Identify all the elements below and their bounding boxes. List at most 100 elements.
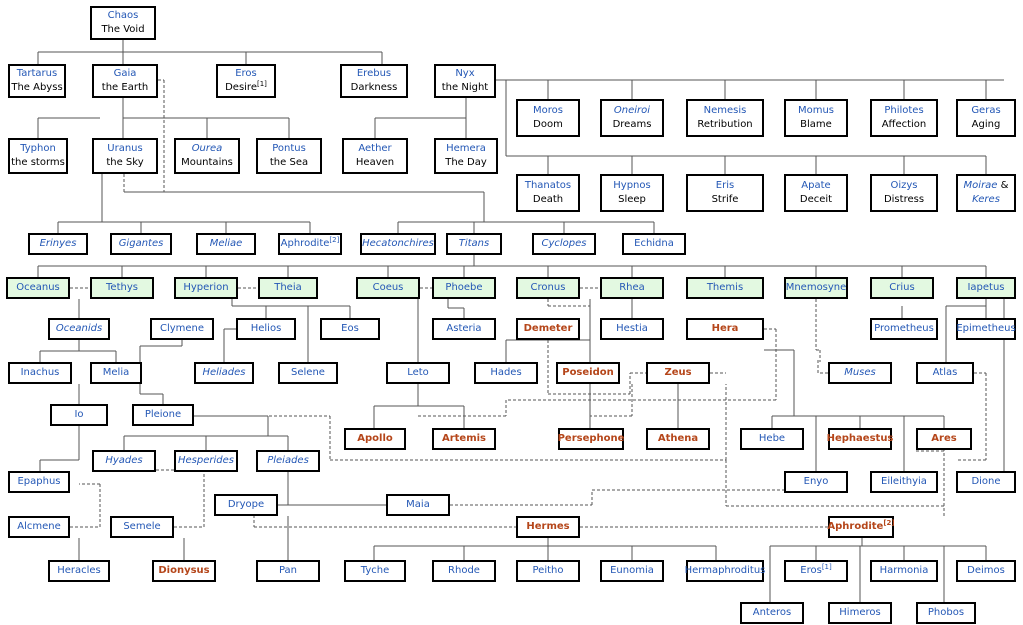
node-crius[interactable]: Crius bbox=[870, 277, 934, 299]
node-asteria[interactable]: Asteria bbox=[432, 318, 496, 340]
node-inachus[interactable]: Inachus bbox=[8, 362, 72, 384]
node-hyades[interactable]: Hyades bbox=[92, 450, 156, 472]
node-hermaphroditus[interactable]: Hermaphroditus bbox=[685, 560, 765, 582]
node-hades[interactable]: Hades bbox=[474, 362, 538, 384]
node-heracles[interactable]: Heracles bbox=[48, 560, 110, 582]
node-oceanids[interactable]: Oceanids bbox=[48, 318, 110, 340]
node-phoebe[interactable]: Phoebe bbox=[432, 277, 496, 299]
node-harmonia[interactable]: Harmonia bbox=[870, 560, 938, 582]
node-moirae[interactable]: Moirae &Keres bbox=[956, 174, 1016, 212]
node-clymene[interactable]: Clymene bbox=[150, 318, 214, 340]
node-hera[interactable]: Hera bbox=[686, 318, 764, 340]
node-maia[interactable]: Maia bbox=[386, 494, 450, 516]
node-selene[interactable]: Selene bbox=[278, 362, 338, 384]
node-themis[interactable]: Themis bbox=[686, 277, 764, 299]
node-echidna[interactable]: Echidna bbox=[622, 233, 686, 255]
node-pleiades[interactable]: Pleiades bbox=[256, 450, 320, 472]
node-rhea[interactable]: Rhea bbox=[600, 277, 664, 299]
node-gigantes[interactable]: Gigantes bbox=[110, 233, 172, 255]
node-cyclopes[interactable]: Cyclopes bbox=[532, 233, 596, 255]
node-heliades[interactable]: Heliades bbox=[194, 362, 254, 384]
node-persephone[interactable]: Persephone bbox=[558, 428, 624, 450]
node-hephaestus[interactable]: Hephaestus bbox=[827, 428, 893, 450]
node-demeter[interactable]: Demeter bbox=[516, 318, 580, 340]
node-himeros[interactable]: Himeros bbox=[828, 602, 892, 624]
node-oceanus[interactable]: Oceanus bbox=[6, 277, 70, 299]
node-pan[interactable]: Pan bbox=[256, 560, 320, 582]
node-hyperion[interactable]: Hyperion bbox=[174, 277, 238, 299]
node-artemis[interactable]: Artemis bbox=[432, 428, 496, 450]
node-hebe[interactable]: Hebe bbox=[740, 428, 804, 450]
node-eos[interactable]: Eos bbox=[320, 318, 380, 340]
node-zeus[interactable]: Zeus bbox=[646, 362, 710, 384]
node-epaphus[interactable]: Epaphus bbox=[8, 471, 70, 493]
node-phobos[interactable]: Phobos bbox=[916, 602, 976, 624]
node-athena[interactable]: Athena bbox=[646, 428, 710, 450]
node-poseidon[interactable]: Poseidon bbox=[556, 362, 620, 384]
node-meliae[interactable]: Meliae bbox=[196, 233, 256, 255]
node-melia[interactable]: Melia bbox=[90, 362, 142, 384]
node-hesperides[interactable]: Hesperides bbox=[174, 450, 238, 472]
node-aphrodite1[interactable]: Aphrodite[2] bbox=[278, 233, 342, 255]
node-hecatonchires[interactable]: Hecatonchires bbox=[360, 233, 436, 255]
node-anteros[interactable]: Anteros bbox=[740, 602, 804, 624]
node-epimetheus[interactable]: Epimetheus bbox=[956, 318, 1016, 340]
node-dionysus[interactable]: Dionysus bbox=[152, 560, 216, 582]
node-ares[interactable]: Ares bbox=[916, 428, 972, 450]
node-erinyes[interactable]: Erinyes bbox=[28, 233, 88, 255]
node-tethys[interactable]: Tethys bbox=[90, 277, 154, 299]
node-iapetus[interactable]: Iapetus bbox=[956, 277, 1016, 299]
node-eros2[interactable]: Eros[1] bbox=[784, 560, 848, 582]
node-deimos[interactable]: Deimos bbox=[956, 560, 1016, 582]
node-titans[interactable]: Titans bbox=[446, 233, 502, 255]
node-coeus[interactable]: Coeus bbox=[356, 277, 420, 299]
node-muses[interactable]: Muses bbox=[828, 362, 892, 384]
node-dryope[interactable]: Dryope bbox=[214, 494, 278, 516]
node-semele[interactable]: Semele bbox=[110, 516, 174, 538]
node-enyo[interactable]: Enyo bbox=[784, 471, 848, 493]
node-pleione[interactable]: Pleione bbox=[132, 404, 194, 426]
node-eunomia[interactable]: Eunomia bbox=[600, 560, 664, 582]
node-tyche[interactable]: Tyche bbox=[344, 560, 406, 582]
node-leto[interactable]: Leto bbox=[386, 362, 450, 384]
node-apollo[interactable]: Apollo bbox=[344, 428, 406, 450]
node-hermes[interactable]: Hermes bbox=[516, 516, 580, 538]
node-hestia[interactable]: Hestia bbox=[600, 318, 664, 340]
node-dione[interactable]: Dione bbox=[956, 471, 1016, 493]
node-alcmene[interactable]: Alcmene bbox=[8, 516, 70, 538]
node-atlas[interactable]: Atlas bbox=[916, 362, 974, 384]
node-theia[interactable]: Theia bbox=[258, 277, 318, 299]
node-eileithyia[interactable]: Eileithyia bbox=[870, 471, 938, 493]
node-cronus[interactable]: Cronus bbox=[516, 277, 580, 299]
node-io[interactable]: Io bbox=[50, 404, 108, 426]
node-aphrodite2[interactable]: Aphrodite[2] bbox=[827, 516, 895, 538]
node-prometheus[interactable]: Prometheus bbox=[870, 318, 938, 340]
node-rhode[interactable]: Rhode bbox=[432, 560, 496, 582]
node-helios[interactable]: Helios bbox=[236, 318, 296, 340]
node-peitho[interactable]: Peitho bbox=[516, 560, 580, 582]
node-mnemosyne[interactable]: Mnemosyne bbox=[784, 277, 848, 299]
